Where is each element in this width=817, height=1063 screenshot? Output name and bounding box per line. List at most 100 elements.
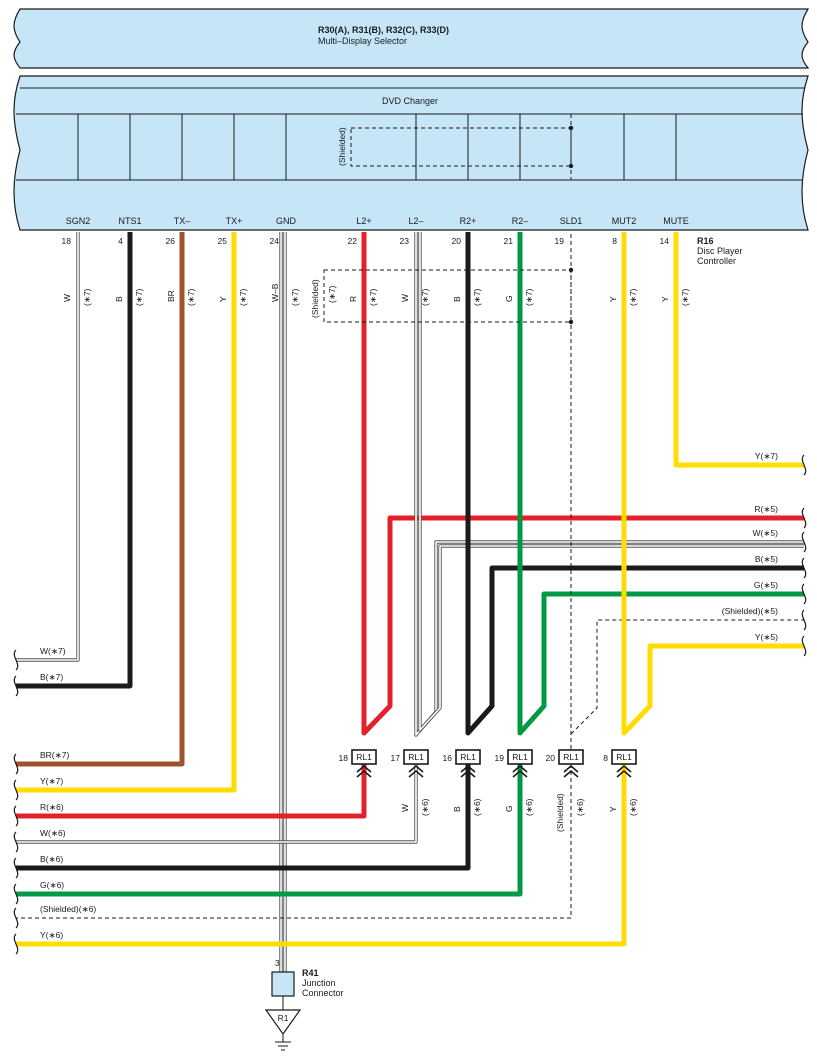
wire-g-r2minus-top <box>517 232 804 736</box>
rl1-box <box>558 749 584 765</box>
rl1-note-label: (∗6) <box>524 798 534 816</box>
break-mark <box>801 635 807 657</box>
break-mark <box>13 857 19 879</box>
selector-subtitle: Multi–Display Selector <box>318 36 407 46</box>
controller-name-2: Controller <box>697 256 736 266</box>
changer-shield-label: (Shielded) <box>337 127 347 166</box>
break-mark <box>13 675 19 697</box>
wire-note-label: (∗7) <box>238 288 248 306</box>
wire-note-label: (∗7) <box>290 288 300 306</box>
terminal-name: L2+ <box>356 216 371 226</box>
rl1-pin: 16 <box>443 753 453 763</box>
left-wire-label: Y(∗7) <box>40 776 63 786</box>
wire-br-txminus <box>16 232 185 767</box>
wire-w-sgn2-core <box>16 232 79 661</box>
terminal-pin: 4 <box>118 236 123 246</box>
chevron-up-icon <box>563 764 579 778</box>
wire-color-label: Y <box>218 296 228 302</box>
right-wire-label: W(∗5) <box>752 528 778 538</box>
terminal-pin: 20 <box>452 236 462 246</box>
break-mark <box>801 609 807 631</box>
break-mark <box>801 507 807 529</box>
wire-y-mute <box>673 232 804 468</box>
rl1-pin: 19 <box>495 753 505 763</box>
right-wire-label: (Shielded)(∗5) <box>722 606 778 616</box>
wire-note-label: (∗7) <box>368 288 378 306</box>
terminal-name: GND <box>276 216 297 226</box>
side-labels: Y(∗7)R(∗5)W(∗5)B(∗5)G(∗5)(Shielded)(∗5)Y… <box>13 451 807 955</box>
wire-note-label: (∗7) <box>680 288 690 306</box>
left-wire-label: Y(∗6) <box>40 930 63 940</box>
chevron-up-icon <box>356 764 372 778</box>
terminal-name: R2+ <box>460 216 477 226</box>
terminal-name: MUT2 <box>612 216 637 226</box>
terminal-pin: 8 <box>612 236 617 246</box>
disc-player-controller: DVD Changer (Shielded) R16 Disc Player C… <box>13 75 809 266</box>
controller-terminals: SGN218W(∗7)NTS14B(∗7)TX–26BR(∗7)TX+25Y(∗… <box>62 216 690 306</box>
junction-id: R41 <box>302 968 319 978</box>
changer-columns <box>77 114 677 180</box>
terminal-name: SGN2 <box>66 216 91 226</box>
rl1-pin: 17 <box>391 753 401 763</box>
wire-color-label: R <box>348 296 358 302</box>
left-wire-label: B(∗7) <box>40 672 63 682</box>
wire-b-nts1 <box>16 232 133 689</box>
left-wire-label: (Shielded)(∗6) <box>40 904 96 914</box>
right-wire-label: G(∗5) <box>754 580 778 590</box>
wire-color-label: Y <box>608 296 618 302</box>
terminal-pin: 24 <box>270 236 280 246</box>
chevron-up-icon <box>512 764 528 778</box>
wire-color-label: BR <box>166 290 176 302</box>
break-mark <box>13 883 19 905</box>
controller-id: R16 <box>697 236 714 246</box>
wire-note-label: (∗7) <box>472 288 482 306</box>
selector-title: R30(A), R31(B), R32(C), R33(D) <box>318 25 449 35</box>
wire-y-mut2-bottom <box>16 764 627 947</box>
wires <box>16 232 804 972</box>
left-wire-label: B(∗6) <box>40 854 63 864</box>
wire-color-label: W–B <box>270 283 280 302</box>
multi-display-selector: R30(A), R31(B), R32(C), R33(D) Multi–Dis… <box>13 8 810 69</box>
wire-shield-note: (∗7) <box>327 285 337 303</box>
break-mark <box>13 753 19 775</box>
rl1-color-label: B <box>452 806 462 812</box>
wire-g-r2minus-bottom <box>16 764 523 897</box>
wire-note-label: (∗7) <box>134 288 144 306</box>
ground-label: R1 <box>278 1013 289 1023</box>
rl1-box <box>403 749 429 765</box>
terminal-name: TX+ <box>226 216 243 226</box>
left-wire-label: BR(∗7) <box>40 750 69 760</box>
junction-connector: 3 R41 Junction Connector R1 <box>264 958 344 1051</box>
terminal-name: SLD1 <box>560 216 583 226</box>
wire-b-r2plus-top <box>465 232 804 736</box>
right-wire-label: Y(∗7) <box>755 451 778 461</box>
left-wire-label: W(∗7) <box>40 646 66 656</box>
terminal-pin: 18 <box>62 236 72 246</box>
junction-name-1: Junction <box>302 978 336 988</box>
rl1-color-label: W <box>400 804 410 812</box>
wire-note-label: (∗7) <box>628 288 638 306</box>
controller-name-1: Disc Player <box>697 246 743 256</box>
wire-w-l2minus-top-b-core <box>419 232 804 731</box>
terminal-pin: 21 <box>504 236 514 246</box>
rl1-label: RL1 <box>616 752 632 762</box>
wire-shield-label: (Shielded) <box>310 279 320 318</box>
terminal-pin: 26 <box>166 236 176 246</box>
break-mark <box>801 454 807 476</box>
rl1-box <box>351 749 377 765</box>
wire-note-label: (∗7) <box>420 288 430 306</box>
break-mark <box>13 933 19 955</box>
terminal-pin: 19 <box>555 236 565 246</box>
rl1-pin: 8 <box>603 753 608 763</box>
wire-r-l2plus-top <box>361 232 804 736</box>
terminal-name: TX– <box>174 216 191 226</box>
rl1-label: RL1 <box>408 752 424 762</box>
wire-y-mut2-top <box>621 232 804 736</box>
wire-note-label: (∗7) <box>186 288 196 306</box>
wire-shield-bottom <box>16 764 572 919</box>
